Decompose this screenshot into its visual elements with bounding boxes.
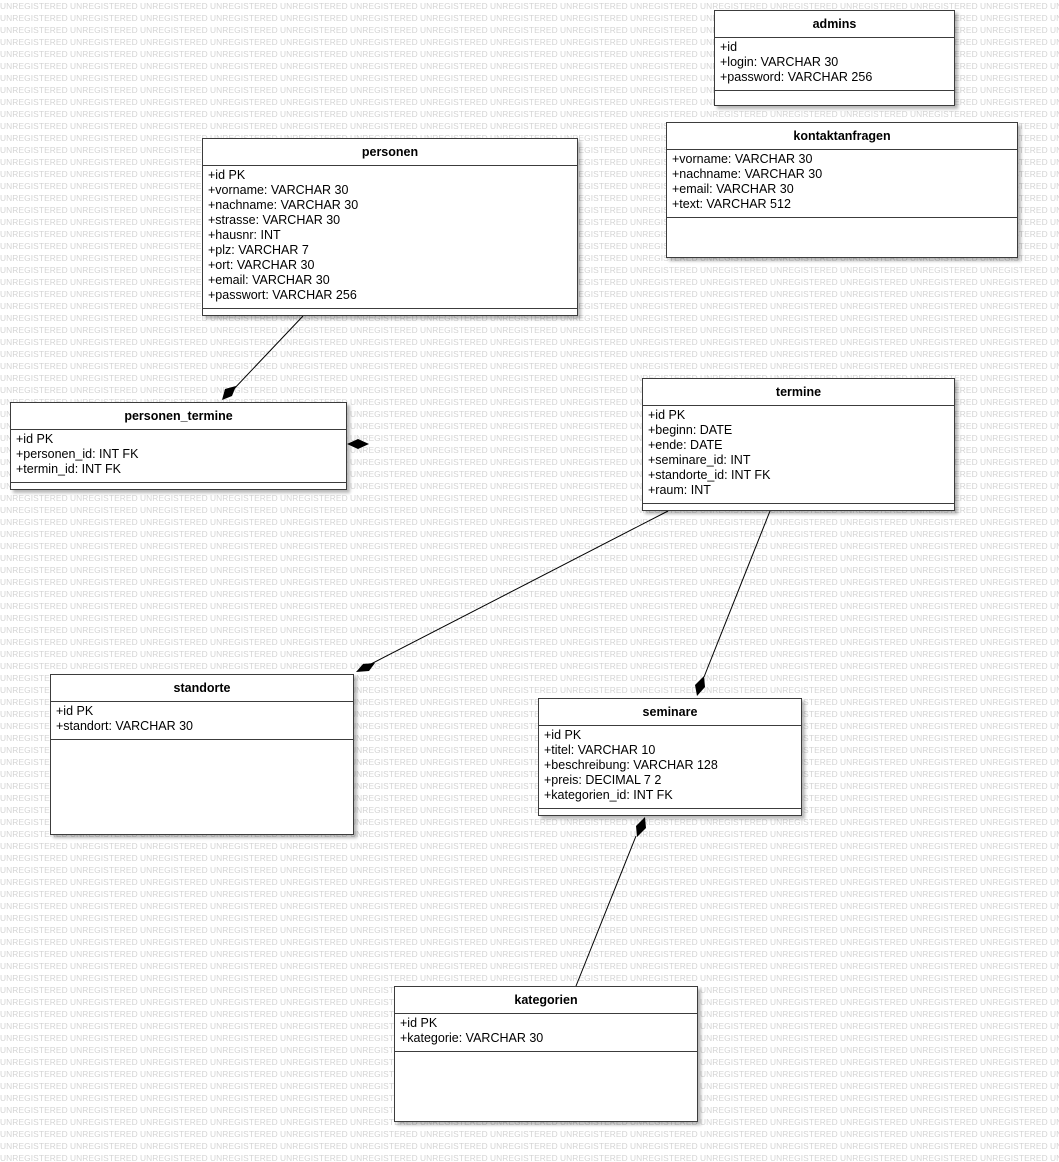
entity-title: personen_termine [11,403,346,430]
entity-title: admins [715,11,954,38]
entity-personen[interactable]: personen +id PK +vorname: VARCHAR 30 +na… [202,138,578,316]
entity-personen-termine[interactable]: personen_termine +id PK +personen_id: IN… [10,402,347,490]
attribute: +id PK [544,728,582,742]
entity-admins[interactable]: admins +id +login: VARCHAR 30 +password:… [714,10,955,106]
composition-diamond-icon [356,663,375,672]
attribute: +kategorie: VARCHAR 30 [400,1031,544,1045]
entity-kategorien[interactable]: kategorien +id PK +kategorie: VARCHAR 30 [394,986,698,1122]
attribute: +termin_id: INT FK [16,462,122,476]
attribute: +ende: DATE [648,438,723,452]
attribute-list: +id PK +beginn: DATE +ende: DATE +semina… [643,406,954,504]
attribute: +beschreibung: VARCHAR 128 [544,758,718,772]
attribute: +email: VARCHAR 30 [672,182,794,196]
attribute: +standorte_id: INT FK [648,468,771,482]
entity-title: termine [643,379,954,406]
attribute: +login: VARCHAR 30 [720,55,839,69]
attribute: +preis: DECIMAL 7 2 [544,773,662,787]
entity-title: standorte [51,675,353,702]
attribute: +plz: VARCHAR 7 [208,243,309,257]
relation-line [575,835,637,987]
attribute: +strasse: VARCHAR 30 [208,213,341,227]
attribute: +titel: VARCHAR 10 [544,743,656,757]
attribute-list: +id PK +personen_id: INT FK +termin_id: … [11,430,346,483]
entity-termine[interactable]: termine +id PK +beginn: DATE +ende: DATE… [642,378,955,511]
entity-seminare[interactable]: seminare +id PK +titel: VARCHAR 10 +besc… [538,698,802,816]
attribute: +id PK [56,704,94,718]
relation-termine-personen_termine [347,439,369,449]
composition-diamond-icon [636,817,646,837]
entity-title: kategorien [395,987,697,1014]
attribute-list: +id PK +vorname: VARCHAR 30 +nachname: V… [203,166,577,309]
entity-standorte[interactable]: standorte +id PK +standort: VARCHAR 30 [50,674,354,835]
attribute-list: +id PK +kategorie: VARCHAR 30 [395,1014,697,1052]
attribute-list: +id PK +standort: VARCHAR 30 [51,702,353,740]
entity-title: kontaktanfragen [667,123,1017,150]
attribute: +hausnr: INT [208,228,281,242]
attribute: +id [720,40,738,54]
attribute: +text: VARCHAR 512 [672,197,791,211]
relation-line [370,510,669,665]
composition-diamond-icon [695,676,705,696]
attribute: +id PK [16,432,54,446]
attribute: +id PK [208,168,246,182]
composition-diamond-icon [347,439,369,449]
attribute: +beginn: DATE [648,423,733,437]
attribute: +id PK [400,1016,438,1030]
entity-title: personen [203,139,577,166]
attribute: +password: VARCHAR 256 [720,70,873,84]
attribute-list: +vorname: VARCHAR 30 +nachname: VARCHAR … [667,150,1017,218]
relation-personen-personen_termine [222,315,304,400]
entity-title: seminare [539,699,801,726]
attribute: +id PK [648,408,686,422]
attribute: +ort: VARCHAR 30 [208,258,315,272]
attribute: +nachname: VARCHAR 30 [208,198,359,212]
attribute: +personen_id: INT FK [16,447,139,461]
relation-termine-seminare [695,510,771,696]
relation-kategorien-seminare [575,817,646,987]
attribute: +seminare_id: INT [648,453,751,467]
attribute: +email: VARCHAR 30 [208,273,330,287]
composition-diamond-icon [222,386,236,400]
attribute: +passwort: VARCHAR 256 [208,288,357,302]
attribute: +vorname: VARCHAR 30 [672,152,813,166]
attribute-list: +id +login: VARCHAR 30 +password: VARCHA… [715,38,954,91]
relation-termine-standorte [356,510,669,672]
attribute: +nachname: VARCHAR 30 [672,167,823,181]
attribute: +standort: VARCHAR 30 [56,719,193,733]
attribute: +vorname: VARCHAR 30 [208,183,349,197]
relation-line [231,315,304,392]
attribute: +raum: INT [648,483,711,497]
attribute: +kategorien_id: INT FK [544,788,673,802]
entity-kontaktanfragen[interactable]: kontaktanfragen +vorname: VARCHAR 30 +na… [666,122,1018,258]
relation-line [703,510,771,678]
attribute-list: +id PK +titel: VARCHAR 10 +beschreibung:… [539,726,801,809]
